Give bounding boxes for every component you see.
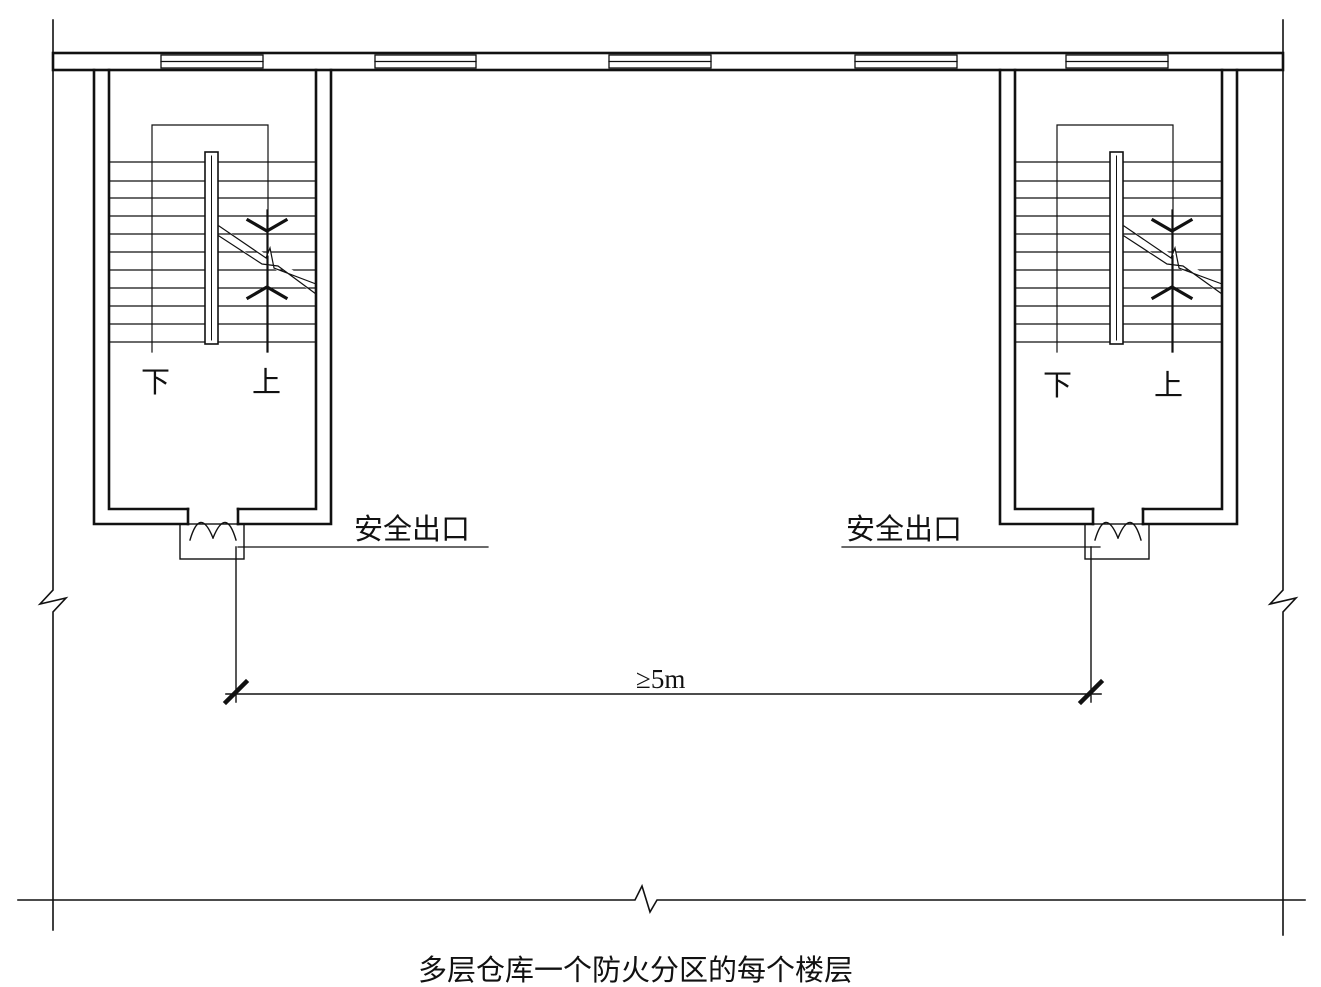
right-break-line xyxy=(1267,19,1299,936)
stairwell-left xyxy=(92,68,333,560)
building-outline xyxy=(17,19,1306,936)
stair-wall-outer xyxy=(998,68,1239,526)
left-break-line xyxy=(37,19,69,931)
exit-door-left xyxy=(179,521,245,560)
landing-frame xyxy=(1056,124,1174,353)
stair-wall-outer xyxy=(92,68,333,526)
dimension-label: ≥5m xyxy=(636,664,685,694)
stairwell-right xyxy=(998,68,1239,560)
stair-up-label-right: 上 xyxy=(1154,368,1183,402)
dimension-line xyxy=(222,546,1105,706)
bottom-break-line xyxy=(17,883,1306,914)
diagram-caption: 多层仓库一个防火分区的每个楼层 xyxy=(418,953,853,987)
exit-label-left: 安全出口 xyxy=(354,512,470,546)
stair-down-label-left: 下 xyxy=(141,365,170,399)
exit-label-right: 安全出口 xyxy=(846,512,962,546)
stair-cut-line xyxy=(218,225,317,295)
stair-down-label-right: 下 xyxy=(1043,368,1072,402)
tick-mark-right xyxy=(1077,678,1105,706)
tick-mark-left xyxy=(222,678,250,706)
stair-up-label-left: 上 xyxy=(252,365,281,399)
landing-frame xyxy=(151,124,269,353)
stair-cut-line xyxy=(1123,225,1223,295)
windows xyxy=(160,54,1169,69)
exit-door-right xyxy=(1084,521,1150,560)
